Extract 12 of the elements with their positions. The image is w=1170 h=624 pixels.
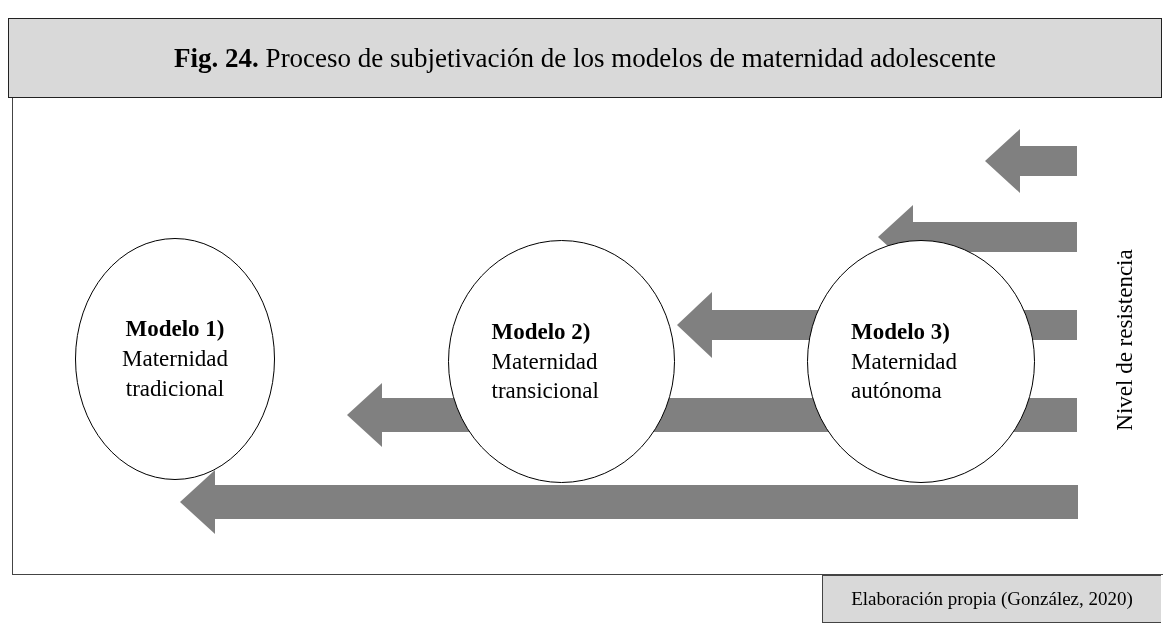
model-name: Maternidad transicional [491,347,600,406]
model-circle [448,240,675,483]
model-circle [75,238,275,480]
model-heading: Modelo 3) [851,317,951,346]
model-heading: Modelo 2) [491,317,592,346]
model-name: Maternidad tradicional [121,345,229,403]
figure-title: Fig. 24. Proceso de subjetivación de los modelos de maternidad adolescente [174,42,996,74]
source-caption: Elaboración propia (González, 2020) [822,575,1161,623]
model-name: Maternidad autónoma [851,347,958,406]
axis-label: Nivel de resistencia [1112,249,1138,431]
model-heading: Modelo 1) [124,315,226,344]
model-circle [807,240,1035,483]
